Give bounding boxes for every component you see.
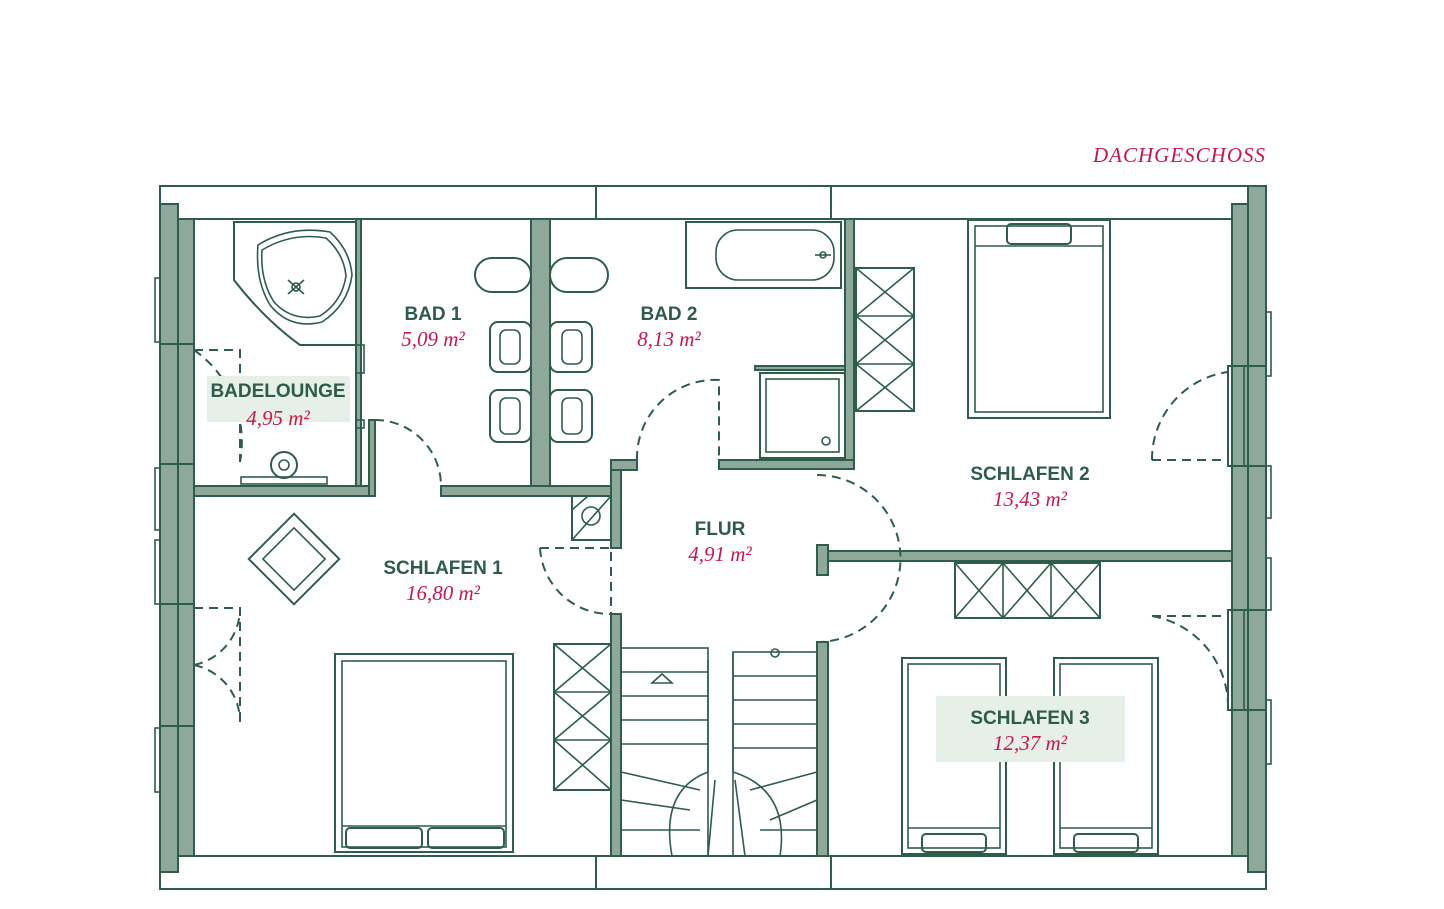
- room-schlafen2: SCHLAFEN 2 13,43 m²: [970, 464, 1089, 511]
- armchair: [247, 512, 341, 606]
- corner-bathtub: [233, 221, 357, 346]
- room-area: 4,95 m²: [246, 406, 310, 430]
- room-bad1: BAD 1 5,09 m²: [401, 304, 465, 351]
- room-name: BADELOUNGE: [210, 381, 345, 402]
- wardrobe-schlafen3: [954, 562, 1101, 619]
- room-area: 16,80 m²: [406, 581, 481, 605]
- wardrobe-schlafen1: [553, 643, 612, 791]
- interior-walls: [193, 218, 1233, 857]
- room-schlafen3: SCHLAFEN 3 12,37 m²: [936, 696, 1125, 762]
- room-name: FLUR: [695, 519, 746, 540]
- floor-title: DACHGESCHOSS: [1092, 143, 1266, 167]
- wardrobe-schlafen2: [855, 267, 915, 412]
- room-schlafen1: SCHLAFEN 1 16,80 m²: [383, 558, 503, 605]
- room-area: 8,13 m²: [637, 327, 701, 351]
- staircase: [620, 647, 818, 857]
- room-area: 13,43 m²: [993, 487, 1068, 511]
- shaft: [571, 495, 612, 541]
- bathtub-bad2: [685, 221, 842, 289]
- room-area: 5,09 m²: [401, 327, 465, 351]
- left-windows: [154, 277, 195, 793]
- room-area: 12,37 m²: [993, 731, 1068, 755]
- room-bad2: BAD 2 8,13 m²: [637, 304, 701, 351]
- room-name: BAD 2: [640, 304, 697, 325]
- room-name: SCHLAFEN 3: [970, 708, 1089, 729]
- room-badelounge: BADELOUNGE 4,95 m²: [207, 376, 350, 430]
- room-flur: FLUR 4,91 m²: [688, 519, 752, 566]
- doors: [193, 349, 1229, 723]
- room-name: BAD 1: [404, 304, 461, 325]
- washbasin: [240, 451, 328, 485]
- shower: [759, 372, 846, 459]
- bed-schlafen1: [334, 653, 514, 853]
- bed-schlafen2: [967, 219, 1111, 419]
- toilets: [474, 257, 609, 443]
- room-name: SCHLAFEN 2: [970, 464, 1089, 485]
- room-name: SCHLAFEN 1: [383, 558, 503, 579]
- exterior-walls: [159, 185, 1267, 873]
- room-area: 4,91 m²: [688, 542, 752, 566]
